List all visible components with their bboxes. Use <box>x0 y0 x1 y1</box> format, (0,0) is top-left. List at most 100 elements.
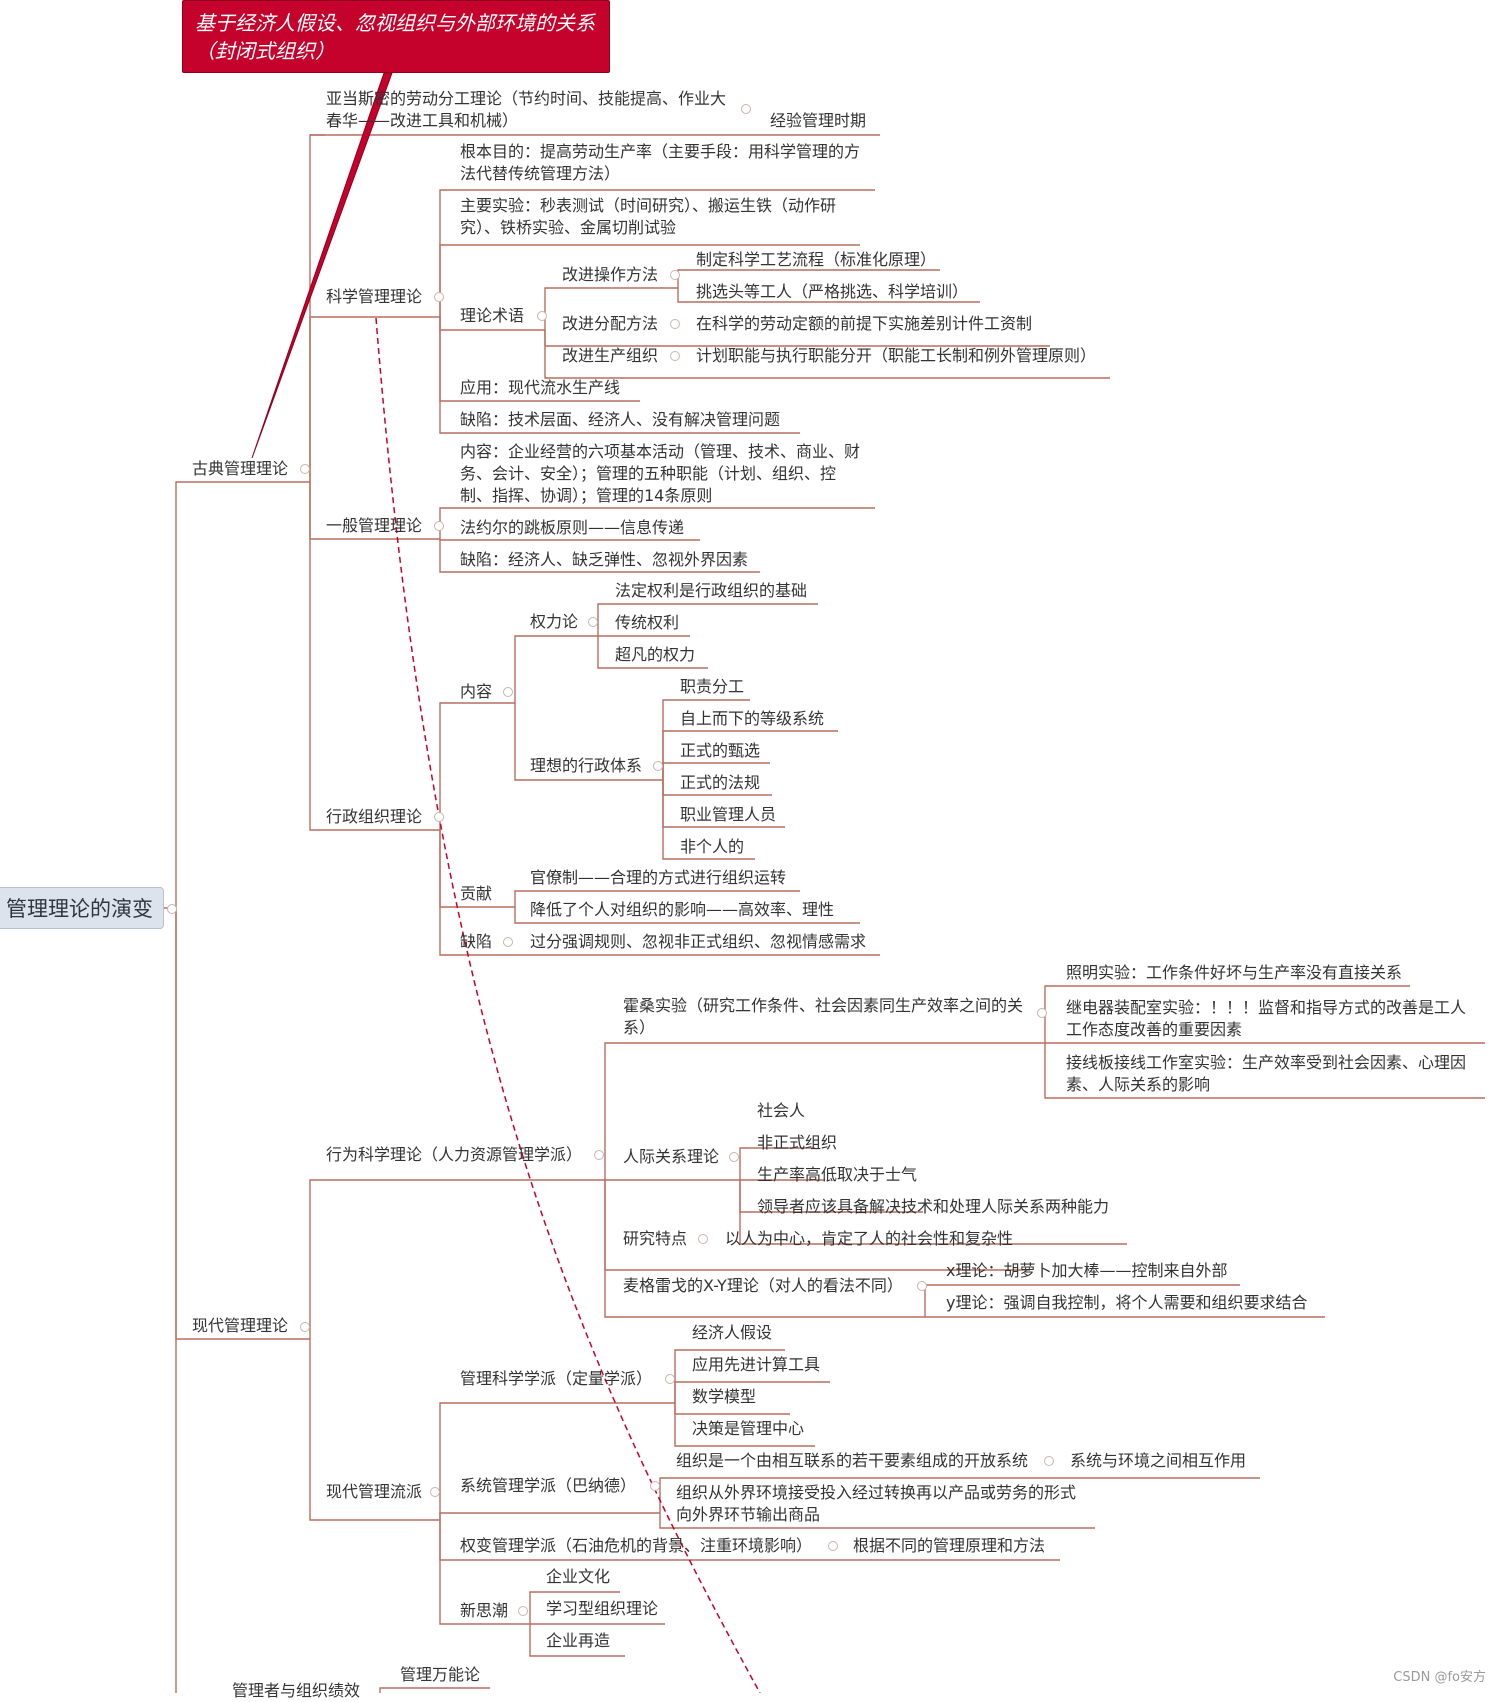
node-contingency-1[interactable]: 根据不同的管理原理和方法 <box>853 1536 1046 1555</box>
node-contribution-1[interactable]: 官僚制——合理的方式进行组织运转 <box>530 868 787 887</box>
node-ideal[interactable]: 理想的行政体系 <box>530 756 643 775</box>
collapse-toggle[interactable] <box>741 104 751 114</box>
node-quant[interactable]: 管理科学学派（定量学派） <box>460 1369 653 1388</box>
node-schools[interactable]: 现代管理流派 <box>326 1482 423 1501</box>
collapse-toggle[interactable] <box>729 1152 739 1162</box>
root-node[interactable]: 管理理论的演变 <box>0 887 164 929</box>
collapse-toggle[interactable] <box>300 1322 310 1332</box>
collapse-toggle[interactable] <box>698 1234 708 1244</box>
node-behavioral[interactable]: 行为科学理论（人力资源管理学派） <box>326 1145 583 1164</box>
node-modern[interactable]: 现代管理理论 <box>192 1316 289 1335</box>
node-xy-1[interactable]: x理论：胡萝卜加大棒——控制来自外部 <box>946 1261 1228 1280</box>
node-power-3[interactable]: 超凡的权力 <box>615 645 696 664</box>
node-terms[interactable]: 理论术语 <box>460 306 525 325</box>
node-hr-2[interactable]: 非正式组织 <box>757 1133 838 1152</box>
node-systems-open-child[interactable]: 系统与环境之间相互作用 <box>1070 1451 1247 1470</box>
collapse-toggle[interactable] <box>650 1481 660 1491</box>
node-gen-content-2[interactable]: 务、会计、安全）；管理的五种职能（计划、组织、控 <box>460 464 837 483</box>
node-ideal-4[interactable]: 正式的法规 <box>680 773 761 792</box>
collapse-toggle[interactable] <box>588 617 598 627</box>
collapse-toggle[interactable] <box>434 292 444 302</box>
node-gen-bridge[interactable]: 法约尔的跳板原则——信息传递 <box>460 518 685 537</box>
node-power[interactable]: 权力论 <box>530 612 579 631</box>
collapse-toggle[interactable] <box>670 319 680 329</box>
node-sci-exp-1[interactable]: 主要实验：秒表测试（时间研究）、搬运生铁（动作研 <box>460 196 837 215</box>
node-general[interactable]: 一般管理理论 <box>326 516 423 535</box>
collapse-toggle[interactable] <box>167 904 177 914</box>
node-power-2[interactable]: 传统权利 <box>615 613 680 632</box>
node-ideal-5[interactable]: 职业管理人员 <box>680 805 777 824</box>
node-contingency[interactable]: 权变管理学派（石油危机的背景、注重环境影响） <box>460 1536 813 1555</box>
node-sci-defect[interactable]: 缺陷：技术层面、经济人、没有解决管理问题 <box>460 410 781 429</box>
node-quant-1[interactable]: 经济人假设 <box>692 1323 773 1342</box>
node-quant-2[interactable]: 应用先进计算工具 <box>692 1355 821 1374</box>
callout-note[interactable]: 基于经济人假设、忽视组织与外部环境的关系（封闭式组织） <box>182 0 610 73</box>
collapse-toggle[interactable] <box>518 1606 528 1616</box>
node-hr-1[interactable]: 社会人 <box>757 1101 806 1120</box>
node-bur-content[interactable]: 内容 <box>460 682 493 701</box>
node-bur-defect-1[interactable]: 过分强调规则、忽视非正式组织、忽视情感需求 <box>530 932 867 951</box>
collapse-toggle[interactable] <box>503 687 513 697</box>
node-hawthorne-c3a[interactable]: 接线板接线工作室实验：生产效率受到社会因素、心理因 <box>1066 1053 1467 1072</box>
node-quant-4[interactable]: 决策是管理中心 <box>692 1419 805 1438</box>
node-gen-content-1[interactable]: 内容：企业经营的六项基本活动（管理、技术、商业、财 <box>460 442 861 461</box>
collapse-toggle[interactable] <box>670 351 680 361</box>
node-ideal-6[interactable]: 非个人的 <box>680 837 745 856</box>
node-trends-2[interactable]: 学习型组织理论 <box>546 1599 659 1618</box>
collapse-toggle[interactable] <box>828 1541 838 1551</box>
node-hawthorne-2[interactable]: 系） <box>623 1018 656 1037</box>
node-bur-defect[interactable]: 缺陷 <box>460 932 493 951</box>
node-omnipotent[interactable]: 管理万能论 <box>400 1665 481 1684</box>
node-hawthorne-c2a[interactable]: 继电器装配室实验：！！！监督和指导方式的改善是工人 <box>1066 998 1467 1017</box>
node-smith-line2[interactable]: 春华——改进工具和机械） <box>326 111 519 130</box>
node-power-1[interactable]: 法定权利是行政组织的基础 <box>615 581 808 600</box>
node-ops[interactable]: 改进操作方法 <box>562 265 659 284</box>
node-hawthorne-c2b[interactable]: 工作态度改善的重要因素 <box>1066 1020 1243 1039</box>
node-trends[interactable]: 新思潮 <box>460 1601 509 1620</box>
node-hawthorne-1[interactable]: 霍桑实验（研究工作条件、社会因素同生产效率之间的关 <box>623 996 1024 1015</box>
node-xy[interactable]: 麦格雷戈的X-Y理论（对人的看法不同） <box>623 1276 903 1295</box>
node-research[interactable]: 研究特点 <box>623 1229 688 1248</box>
node-contribution[interactable]: 贡献 <box>460 884 493 903</box>
collapse-toggle[interactable] <box>1044 1456 1054 1466</box>
node-managers-performance[interactable]: 管理者与组织绩效 <box>232 1681 361 1700</box>
node-dist-1[interactable]: 在科学的劳动定额的前提下实施差别计件工资制 <box>696 314 1033 333</box>
node-hr-3[interactable]: 生产率高低取决于士气 <box>757 1165 918 1184</box>
node-ideal-1[interactable]: 职责分工 <box>680 677 745 696</box>
node-bureaucracy[interactable]: 行政组织理论 <box>326 807 423 826</box>
node-sci-goal-2[interactable]: 法代替传统管理方法） <box>460 164 621 183</box>
node-trends-1[interactable]: 企业文化 <box>546 1567 611 1586</box>
node-sci-app[interactable]: 应用：现代流水生产线 <box>460 378 621 397</box>
node-hawthorne-c1[interactable]: 照明实验：工作条件好坏与生产率没有直接关系 <box>1066 963 1403 982</box>
node-systems-open[interactable]: 组织是一个由相互联系的若干要素组成的开放系统 <box>676 1451 1029 1470</box>
collapse-toggle[interactable] <box>917 1281 927 1291</box>
node-ops-1[interactable]: 制定科学工艺流程（标准化原理） <box>696 250 937 269</box>
node-systems-io-1[interactable]: 组织从外界环境接受投入经过转换再以产品或劳务的形式 <box>676 1483 1077 1502</box>
node-hawthorne-c3b[interactable]: 素、人际关系的影响 <box>1066 1075 1211 1094</box>
node-human-relations[interactable]: 人际关系理论 <box>623 1147 720 1166</box>
node-contribution-2[interactable]: 降低了个人对组织的影响——高效率、理性 <box>530 900 835 919</box>
node-systems[interactable]: 系统管理学派（巴纳德） <box>460 1476 637 1495</box>
node-gen-content-3[interactable]: 制、指挥、协调）；管理的14条原则 <box>460 486 713 505</box>
node-trends-3[interactable]: 企业再造 <box>546 1631 611 1650</box>
node-ideal-3[interactable]: 正式的甄选 <box>680 741 761 760</box>
node-gen-defect[interactable]: 缺陷：经济人、缺乏弹性、忽视外界因素 <box>460 550 749 569</box>
node-ops-2[interactable]: 挑选头等工人（严格挑选、科学培训） <box>696 282 969 301</box>
node-xy-2[interactable]: y理论：强调自我控制，将个人需要和组织要求结合 <box>946 1293 1308 1312</box>
collapse-toggle[interactable] <box>430 1487 440 1497</box>
node-ideal-2[interactable]: 自上而下的等级系统 <box>680 709 825 728</box>
node-experience-period[interactable]: 经验管理时期 <box>770 111 867 130</box>
node-sci-goal-1[interactable]: 根本目的：提高劳动生产率（主要手段：用科学管理的方 <box>460 142 861 161</box>
collapse-toggle[interactable] <box>503 937 513 947</box>
node-classical[interactable]: 古典管理理论 <box>192 459 289 478</box>
node-sci-exp-2[interactable]: 究）、铁桥实验、金属切削试验 <box>460 218 677 237</box>
collapse-toggle[interactable] <box>653 761 663 771</box>
node-dist[interactable]: 改进分配方法 <box>562 314 659 333</box>
node-hr-4[interactable]: 领导者应该具备解决技术和处理人际关系两种能力 <box>757 1197 1110 1216</box>
collapse-toggle[interactable] <box>670 270 680 280</box>
collapse-toggle[interactable] <box>434 521 444 531</box>
collapse-toggle[interactable] <box>300 464 310 474</box>
collapse-toggle[interactable] <box>434 812 444 822</box>
node-org[interactable]: 改进生产组织 <box>562 346 659 365</box>
node-quant-3[interactable]: 数学模型 <box>692 1387 757 1406</box>
